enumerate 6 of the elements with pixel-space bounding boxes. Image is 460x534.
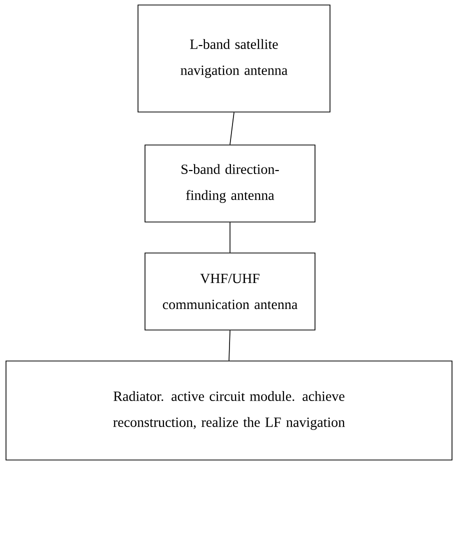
text-box: Radiator. active circuit module. achieve reconstruction, realize the LF navigation (6, 360, 452, 460)
text-box: L-band satellite navigation antenna (138, 4, 330, 112)
text-box: VHF/UHF communication antenna (144, 252, 316, 330)
text-box: S-band direction-finding antenna (144, 144, 316, 222)
connector-line (230, 112, 234, 145)
connector-line (228, 330, 230, 361)
